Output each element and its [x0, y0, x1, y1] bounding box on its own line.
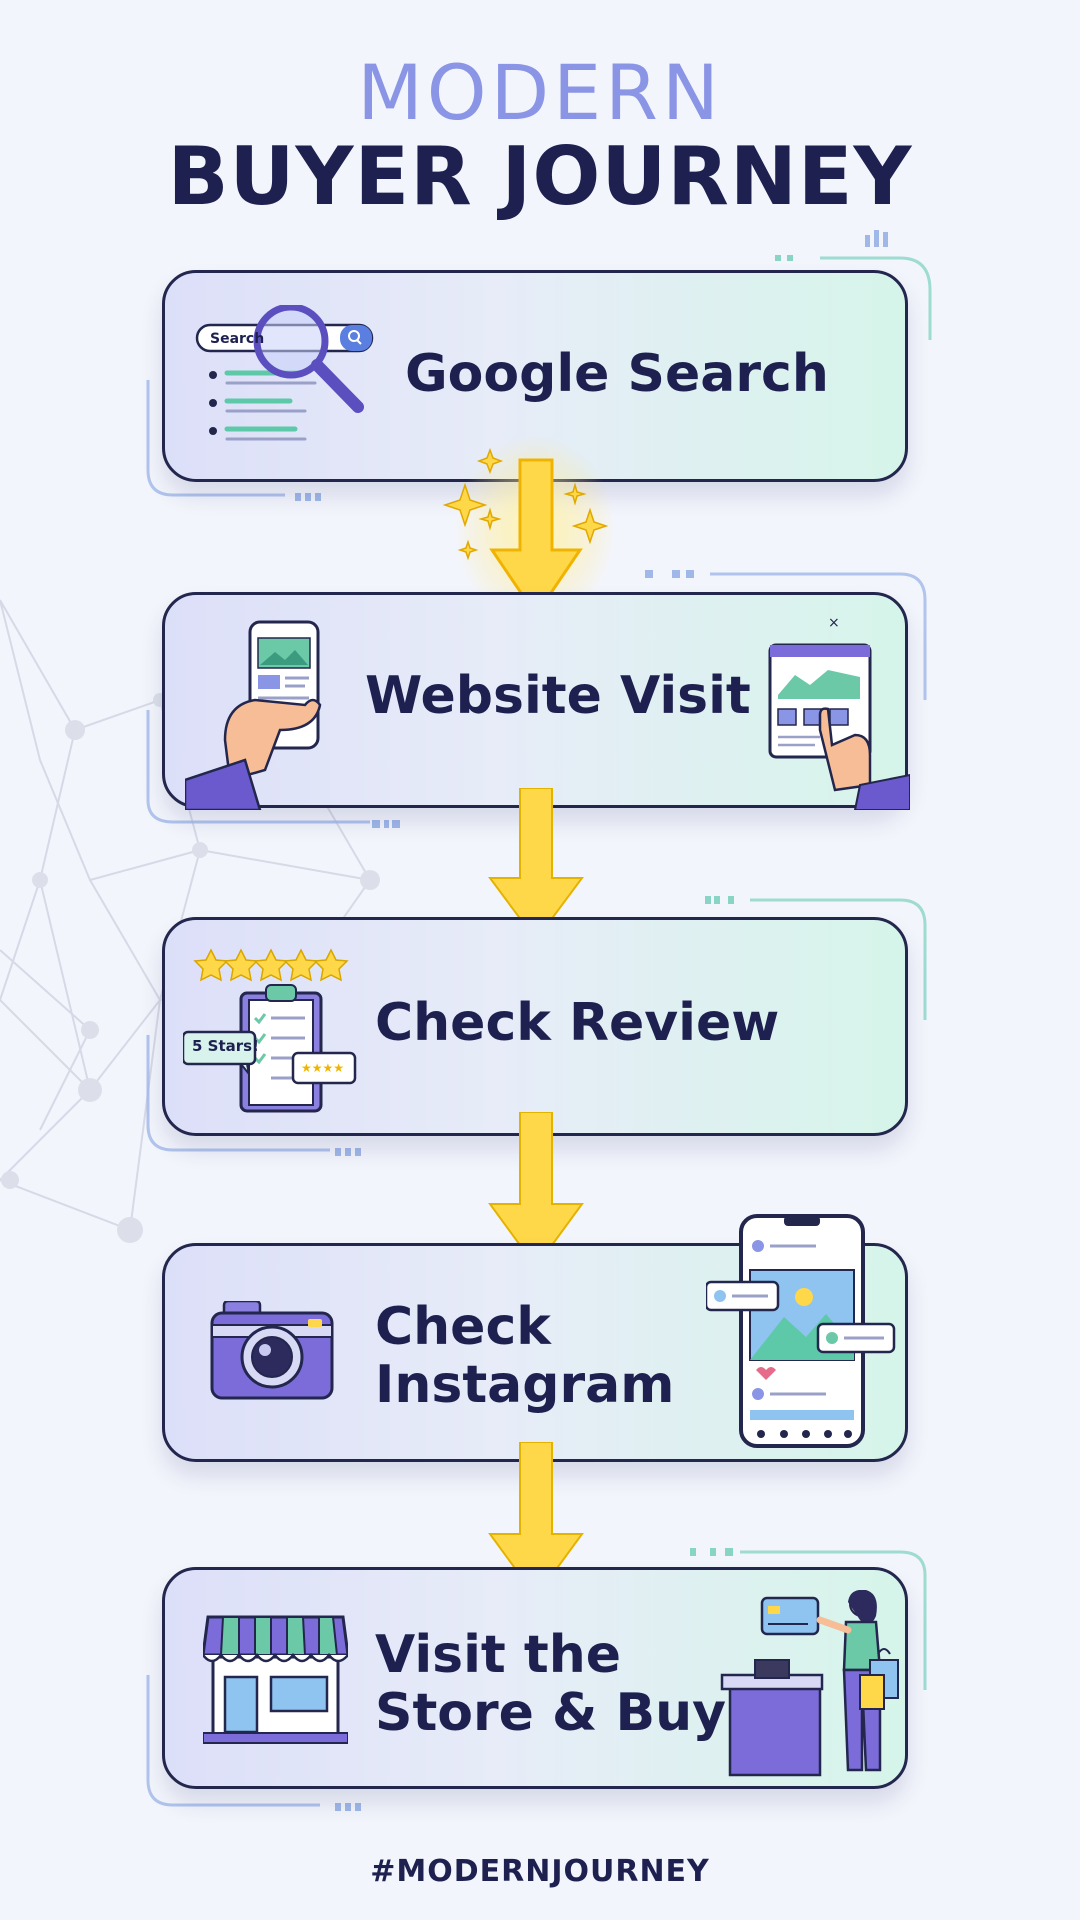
- step-label-visit-store: Visit the Store & Buy: [375, 1625, 727, 1744]
- step-label-google-search: Google Search: [405, 344, 829, 404]
- svg-text:★★★★: ★★★★: [301, 1061, 344, 1075]
- step-label-website-visit: Website Visit: [365, 666, 751, 726]
- instagram-phone-icon: [706, 1214, 896, 1448]
- down-arrow: [488, 1112, 584, 1269]
- step-card-website-visit: Website Visit ×: [162, 592, 910, 810]
- step-label-line: Instagram: [375, 1355, 675, 1416]
- phone-in-hand-icon: [185, 620, 322, 810]
- step-card-check-instagram: Check Instagram: [162, 1243, 908, 1462]
- five-stars-badge: 5 Stars!: [192, 1037, 259, 1055]
- step-label-line: Check: [375, 1297, 551, 1357]
- step-label-check-review: Check Review: [375, 993, 780, 1053]
- step-label-line: Store & Buy: [375, 1683, 727, 1744]
- step-card-check-review: ★★★★ 5 Stars! Check Review: [162, 917, 908, 1136]
- svg-text:×: ×: [828, 615, 840, 631]
- step-label-line: Visit the: [375, 1625, 622, 1685]
- browser-click-icon: ×: [768, 615, 910, 810]
- magnifier-search-icon: [195, 305, 374, 441]
- title-line-2: BUYER JOURNEY: [167, 130, 913, 223]
- step-label-check-instagram: Check Instagram: [375, 1297, 675, 1416]
- down-arrow: [488, 1442, 584, 1599]
- down-arrow: [488, 788, 584, 942]
- shopper-at-counter-icon: [720, 1590, 899, 1777]
- title-line-1: MODERN: [357, 48, 723, 137]
- clipboard-stars-icon: ★★★★: [183, 948, 357, 1113]
- search-bar-text: Search: [210, 331, 265, 347]
- footer-hashtag: #MODERNJOURNEY: [370, 1854, 710, 1889]
- down-arrow-sparkle: [442, 435, 615, 625]
- camera-icon: [210, 1301, 334, 1400]
- storefront-icon: [203, 1615, 348, 1744]
